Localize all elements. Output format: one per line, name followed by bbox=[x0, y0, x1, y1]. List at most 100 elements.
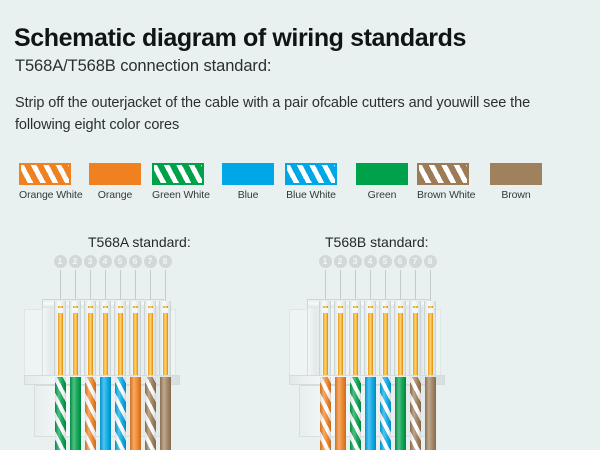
pin-leader-line bbox=[60, 270, 61, 305]
contact-pin-tip-8 bbox=[162, 308, 168, 313]
wire-shading bbox=[114, 377, 126, 450]
contact-pin-tip-6 bbox=[397, 308, 403, 313]
wire-shading bbox=[409, 377, 421, 450]
wire-shading bbox=[159, 377, 171, 450]
contact-pin-tip-4 bbox=[102, 308, 108, 313]
wire-4 bbox=[364, 377, 376, 450]
wire-shading bbox=[129, 377, 141, 450]
pin-number-2: 2 bbox=[333, 255, 347, 268]
gold-contact-pin-5 bbox=[382, 306, 388, 379]
pin-leader-line bbox=[415, 270, 416, 305]
standard-label: T568A standard: bbox=[88, 234, 191, 250]
gold-contact-pin-4 bbox=[367, 306, 373, 379]
instruction-paragraph: Strip off the outerjacket of the cable w… bbox=[15, 95, 531, 133]
legend-swatch bbox=[152, 163, 204, 185]
contact-pin-tip-3 bbox=[352, 308, 358, 313]
wire-5 bbox=[114, 377, 126, 450]
pin-number-4: 4 bbox=[98, 255, 112, 268]
wire-shading bbox=[69, 377, 81, 450]
pin-number-4: 4 bbox=[363, 255, 377, 268]
contact-pin-tip-2 bbox=[72, 308, 78, 313]
pin-leader-line bbox=[400, 270, 401, 305]
gold-contact-pin-7 bbox=[147, 306, 153, 379]
wire-8 bbox=[159, 377, 171, 450]
gold-contact-pin-5 bbox=[117, 306, 123, 379]
gold-contact-pin-7 bbox=[412, 306, 418, 379]
wire-5 bbox=[379, 377, 391, 450]
wire-shading bbox=[349, 377, 361, 450]
legend-label: Blue White bbox=[286, 189, 336, 201]
contact-pin-tip-3 bbox=[87, 308, 93, 313]
legend-label: Orange White bbox=[19, 189, 83, 201]
gold-contact-pin-2 bbox=[72, 306, 78, 379]
standard-label: T568B standard: bbox=[325, 234, 429, 250]
pin-leader-line bbox=[325, 270, 326, 305]
pin-leader-line bbox=[135, 270, 136, 305]
legend-item: Brown bbox=[490, 163, 542, 201]
wire-6 bbox=[129, 377, 141, 450]
wire-shading bbox=[379, 377, 391, 450]
gold-contact-pin-1 bbox=[57, 306, 63, 379]
wire-shading bbox=[319, 377, 331, 450]
gold-contact-pin-6 bbox=[397, 306, 403, 379]
legend-item: Orange bbox=[89, 163, 141, 201]
page-title: Schematic diagram of wiring standards bbox=[14, 24, 466, 52]
contact-pin-tip-2 bbox=[337, 308, 343, 313]
wire-4 bbox=[99, 377, 111, 450]
gold-contact-pin-4 bbox=[102, 306, 108, 379]
wire-shading bbox=[54, 377, 66, 450]
legend-swatch bbox=[222, 163, 274, 185]
wire-shading bbox=[394, 377, 406, 450]
wire-shading bbox=[364, 377, 376, 450]
pin-number-5: 5 bbox=[378, 255, 392, 268]
wire-shading bbox=[84, 377, 96, 450]
gold-contact-pin-2 bbox=[337, 306, 343, 379]
contact-pin-tip-6 bbox=[132, 308, 138, 313]
pin-leader-line bbox=[120, 270, 121, 305]
gold-contact-pin-1 bbox=[322, 306, 328, 379]
gold-contact-pin-3 bbox=[352, 306, 358, 379]
legend-swatch bbox=[417, 163, 469, 185]
pin-number-3: 3 bbox=[348, 255, 362, 268]
page-subtitle: T568A/T568B connection standard: bbox=[15, 57, 272, 75]
pin-number-6: 6 bbox=[128, 255, 142, 268]
wire-shading bbox=[424, 377, 436, 450]
legend-swatch bbox=[490, 163, 542, 185]
wire-7 bbox=[409, 377, 421, 450]
contact-pin-tip-5 bbox=[117, 308, 123, 313]
wire-shading bbox=[99, 377, 111, 450]
legend-item: Green White bbox=[152, 163, 210, 201]
pin-number-7: 7 bbox=[143, 255, 157, 268]
wire-8 bbox=[424, 377, 436, 450]
pin-number-7: 7 bbox=[408, 255, 422, 268]
pin-leader-line bbox=[370, 270, 371, 305]
pin-number-2: 2 bbox=[68, 255, 82, 268]
legend-label: Green White bbox=[152, 189, 210, 201]
pin-number-8: 8 bbox=[158, 255, 172, 268]
legend-label: Green bbox=[367, 189, 397, 201]
legend-label: Blue bbox=[237, 189, 259, 201]
wire-1 bbox=[54, 377, 66, 450]
legend-item: Brown White bbox=[417, 163, 476, 201]
pin-number-8: 8 bbox=[423, 255, 437, 268]
pin-number-6: 6 bbox=[393, 255, 407, 268]
pin-leader-line bbox=[150, 270, 151, 305]
legend-swatch bbox=[356, 163, 408, 185]
wire-shading bbox=[144, 377, 156, 450]
pin-leader-line bbox=[105, 270, 106, 305]
wire-shading bbox=[334, 377, 346, 450]
pin-leader-line bbox=[165, 270, 166, 305]
wire-2 bbox=[334, 377, 346, 450]
wire-6 bbox=[394, 377, 406, 450]
wire-3 bbox=[349, 377, 361, 450]
pin-leader-line bbox=[385, 270, 386, 305]
pin-leader-line bbox=[430, 270, 431, 305]
legend-item: Blue White bbox=[285, 163, 337, 201]
legend-item: Blue bbox=[222, 163, 274, 201]
wire-3 bbox=[84, 377, 96, 450]
pin-leader-line bbox=[355, 270, 356, 305]
gold-contact-pin-8 bbox=[162, 306, 168, 379]
contact-pin-tip-1 bbox=[322, 308, 328, 313]
legend-label: Brown bbox=[501, 189, 531, 201]
